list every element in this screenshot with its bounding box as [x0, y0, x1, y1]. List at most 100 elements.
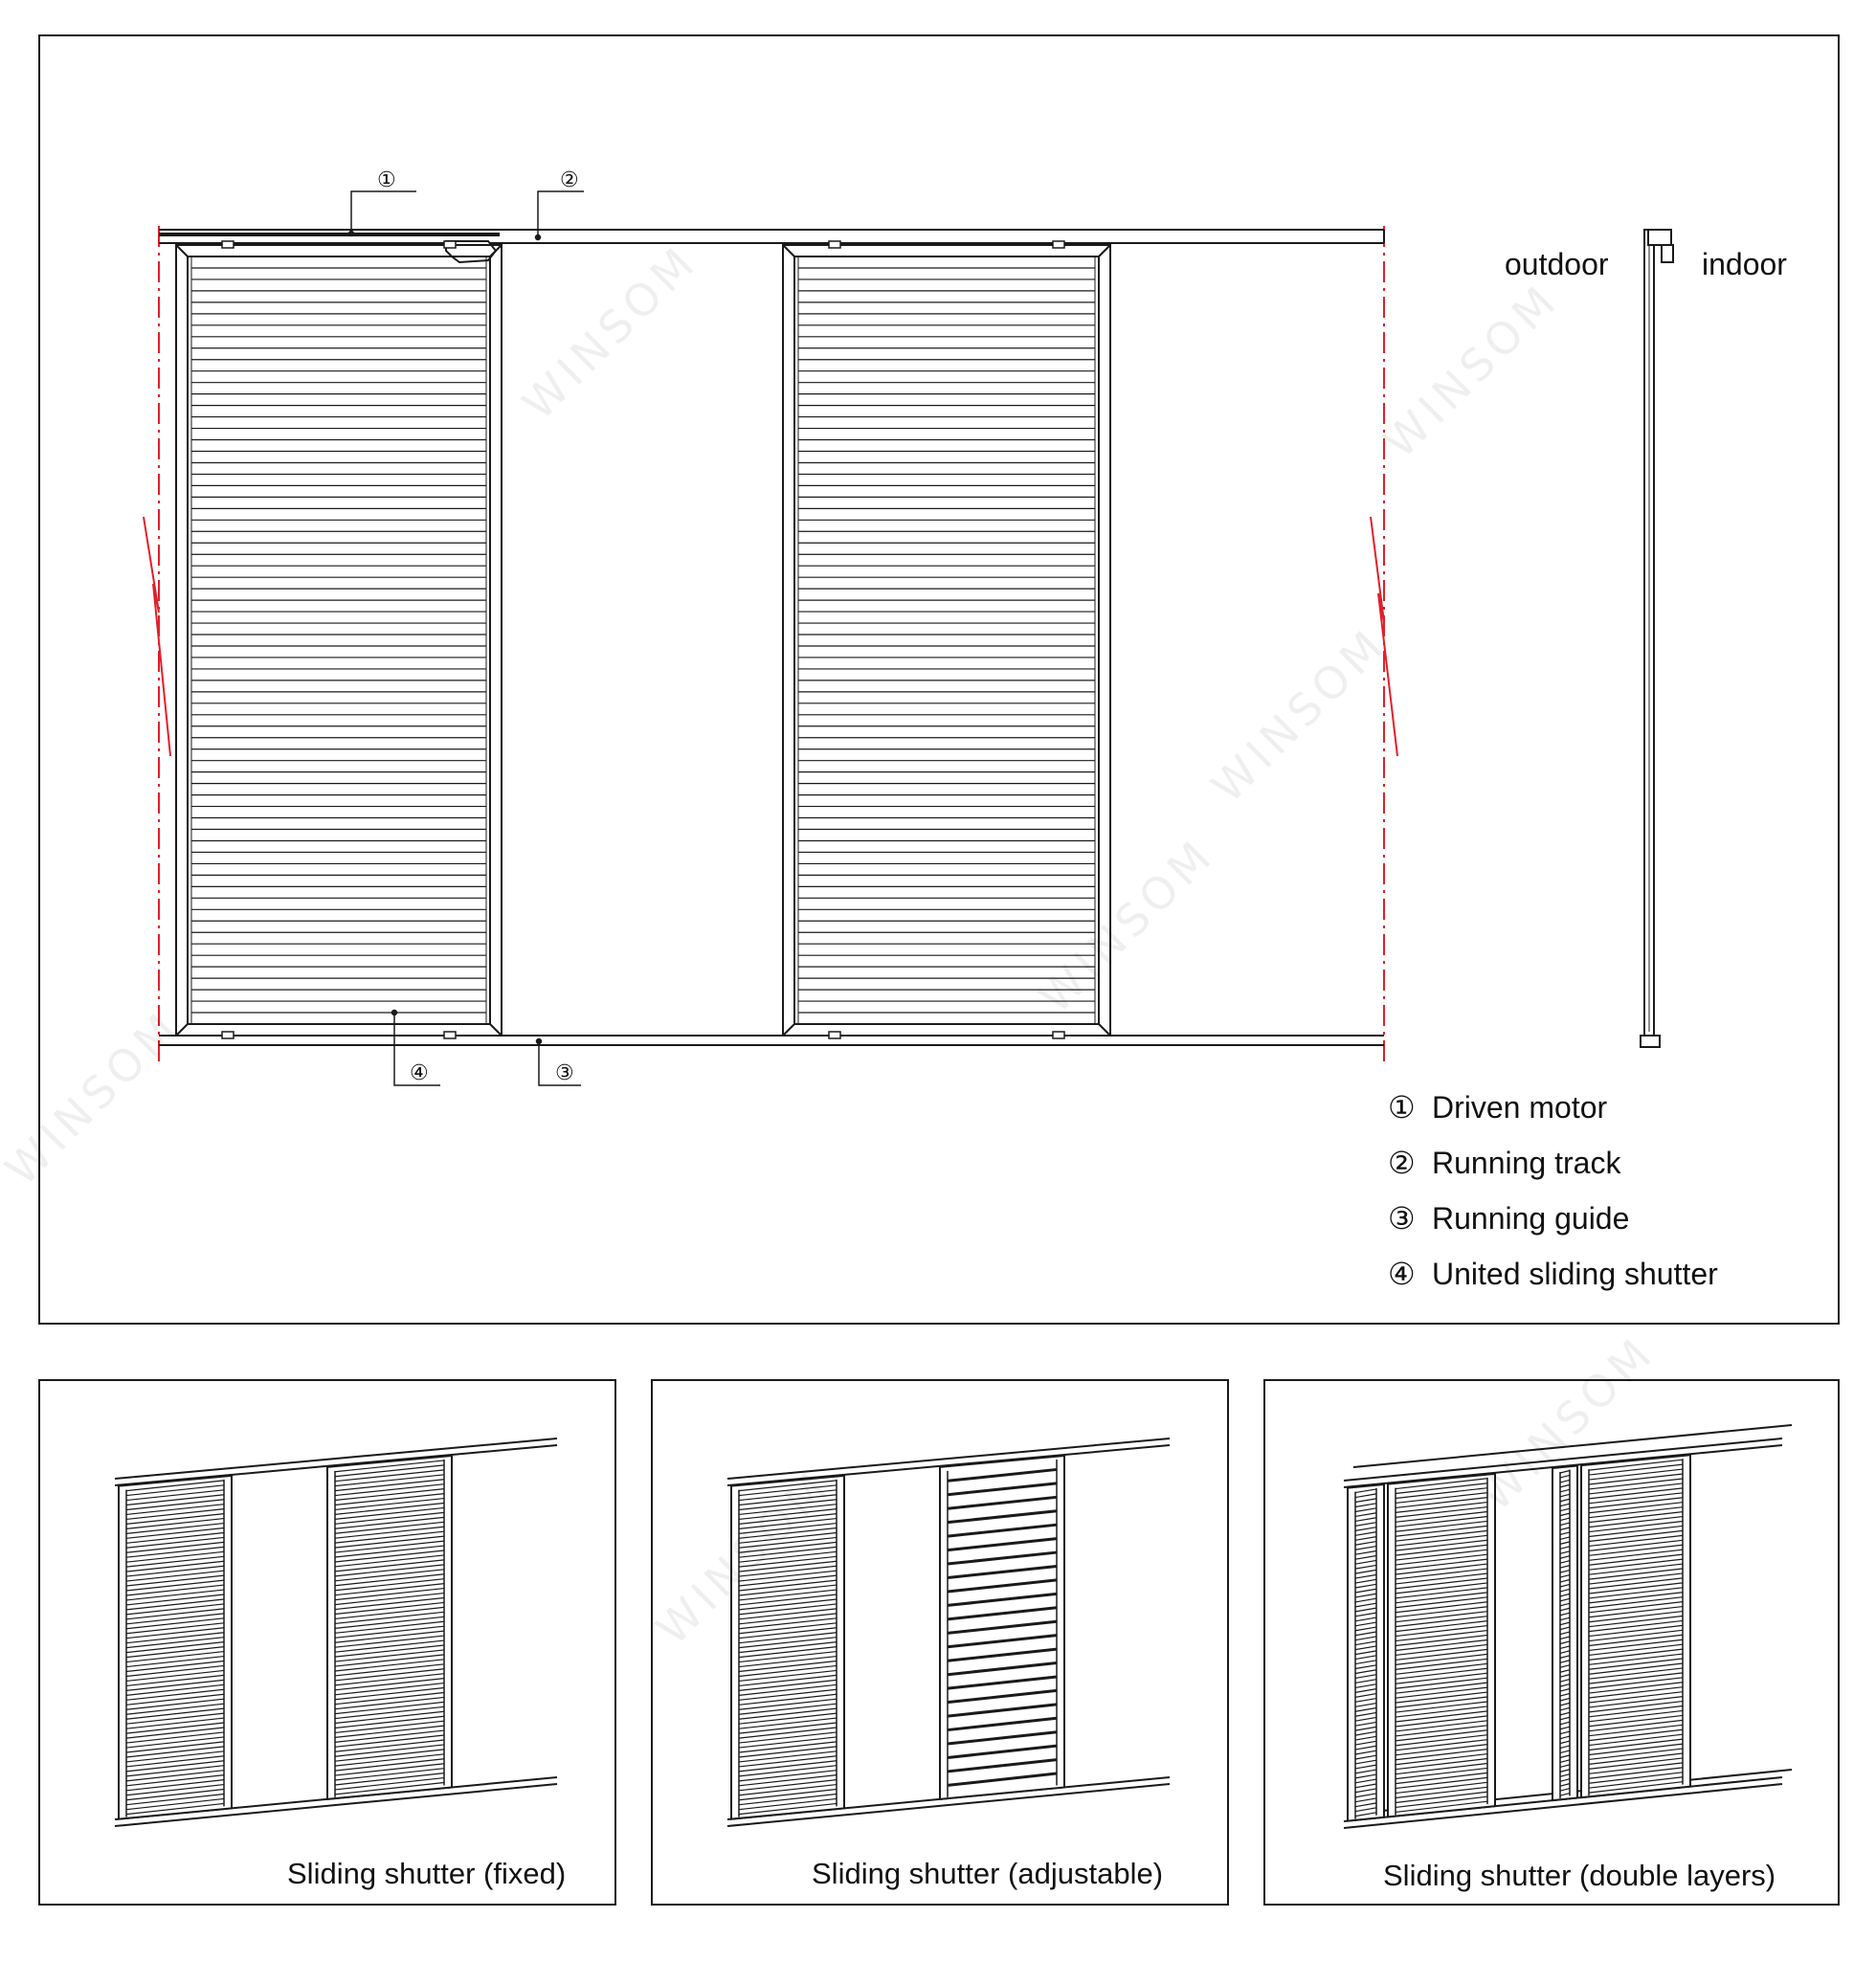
louver-slat	[738, 1499, 838, 1511]
louver-slat	[1354, 1626, 1377, 1632]
louver-slat	[1395, 1558, 1488, 1571]
louver-slat	[1559, 1621, 1571, 1626]
louver-slat	[1395, 1791, 1488, 1804]
united-sliding-shutter-right	[782, 240, 1111, 1039]
louver-slat	[334, 1535, 445, 1549]
louver-slat	[1354, 1531, 1377, 1536]
louver-slat	[334, 1744, 445, 1757]
louver-slat	[1559, 1721, 1571, 1726]
louver-slat	[1588, 1686, 1684, 1699]
louver-slat	[1395, 1710, 1488, 1723]
louver-slat	[1559, 1640, 1571, 1645]
louver-slat	[125, 1765, 225, 1777]
shutter-frame-bevel	[1098, 244, 1111, 257]
louver-slat	[125, 1683, 225, 1696]
louver-slat	[738, 1541, 838, 1553]
louver-slat	[1559, 1483, 1571, 1488]
louver-slat	[125, 1598, 225, 1611]
louver-slat	[1559, 1498, 1571, 1503]
louver-slat	[125, 1688, 225, 1701]
louver-slat	[1559, 1517, 1571, 1522]
louver-slat	[1588, 1748, 1684, 1761]
shutter-inner-frame	[793, 256, 1100, 1025]
louver-slat	[1588, 1667, 1684, 1680]
panel-adjustable-shutter	[651, 1379, 1229, 1906]
louver-slat	[1588, 1515, 1684, 1528]
louver-slat	[125, 1560, 225, 1572]
louver-slat	[334, 1460, 445, 1473]
legend-item-united-sliding-shutter: ④ United sliding shutter	[1388, 1246, 1828, 1302]
louver-slat	[1588, 1549, 1684, 1561]
louver-slat	[738, 1508, 838, 1521]
louver-slat	[1588, 1534, 1684, 1548]
louver-slat	[947, 1537, 1058, 1552]
louver-slat	[125, 1584, 225, 1596]
louver-slat	[1354, 1498, 1377, 1504]
louver-slat	[334, 1550, 445, 1563]
louver-slat	[738, 1555, 838, 1568]
louver-slat	[1588, 1705, 1684, 1718]
louver-slat	[334, 1483, 445, 1497]
louver-slat	[125, 1613, 225, 1625]
louver-slat	[1588, 1601, 1684, 1614]
louver-slat	[1395, 1772, 1488, 1785]
louver-slat	[738, 1746, 838, 1758]
louver-slat	[1354, 1583, 1377, 1589]
louver-slat	[1354, 1650, 1377, 1656]
louver-slat	[738, 1650, 838, 1663]
louver-slat	[334, 1573, 445, 1587]
louver-slat	[334, 1502, 445, 1515]
louver-slat	[947, 1467, 1058, 1483]
louver-slat	[1354, 1493, 1377, 1499]
louver-slat	[1395, 1510, 1488, 1523]
louver-slat	[1395, 1662, 1488, 1675]
louver-slat	[1395, 1701, 1488, 1713]
louver-slat	[1354, 1669, 1377, 1675]
louver-slat	[1395, 1497, 1488, 1509]
louver-slat	[334, 1474, 445, 1487]
louver-slat	[334, 1601, 445, 1616]
louver-slat	[125, 1508, 225, 1521]
louver-slat	[334, 1530, 445, 1544]
louver-slat	[1588, 1473, 1684, 1485]
louver-slat	[1588, 1677, 1684, 1689]
louver-slat	[334, 1663, 445, 1677]
louver-slat	[125, 1541, 225, 1553]
louver-slat	[125, 1779, 225, 1792]
louver-slat	[738, 1722, 838, 1734]
louver-slat	[947, 1647, 1058, 1662]
louver-slat	[1588, 1610, 1684, 1623]
louver-slat	[738, 1527, 838, 1539]
louver-slat	[1354, 1527, 1377, 1531]
louver-slat	[1559, 1512, 1571, 1517]
louver-slat	[1395, 1696, 1488, 1708]
louver-slat	[125, 1802, 225, 1816]
louver-slat	[738, 1707, 838, 1720]
louver-slat	[947, 1482, 1058, 1497]
louver-slat	[125, 1489, 225, 1502]
louver-slat	[738, 1765, 838, 1777]
louver-slat	[125, 1484, 225, 1497]
louver-slat	[1395, 1677, 1488, 1689]
louver-slat	[1588, 1478, 1684, 1490]
louver-slat	[125, 1698, 225, 1710]
louver-slat	[1395, 1611, 1488, 1623]
louver-slat	[1354, 1517, 1377, 1523]
louver-slat	[947, 1716, 1058, 1732]
louver-slat	[1354, 1559, 1377, 1565]
louver-slat	[738, 1513, 838, 1526]
louver-slat	[1588, 1643, 1684, 1657]
louver-slat	[334, 1654, 445, 1667]
louver-slat	[334, 1554, 445, 1568]
louver-slat	[334, 1526, 445, 1539]
louver-slat	[1559, 1550, 1571, 1554]
louver-slat	[1395, 1691, 1488, 1704]
louver-slat	[334, 1776, 445, 1791]
louver-slat	[1559, 1488, 1571, 1493]
louver-slat	[947, 1703, 1058, 1718]
louver-slat	[334, 1729, 445, 1743]
louver-slat	[125, 1522, 225, 1534]
louver-slat	[334, 1545, 445, 1558]
louver-slat	[1354, 1664, 1377, 1670]
louver-slat	[1395, 1725, 1488, 1737]
